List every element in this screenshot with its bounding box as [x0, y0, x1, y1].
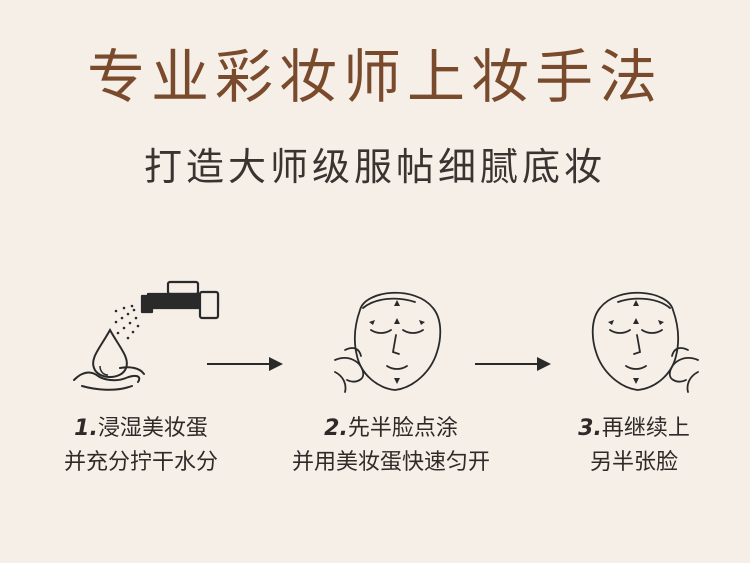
faucet-icon — [140, 280, 220, 320]
face-massage-icon — [334, 291, 442, 393]
step-1-caption: 1.浸湿美妆蛋 并充分拧干水分 — [21, 412, 261, 480]
step-1-line2: 并充分拧干水分 — [63, 450, 218, 475]
step-3-line1: 再继续上 — [601, 416, 690, 441]
step-1-number: 1. — [74, 416, 98, 441]
page-subtitle: 打造大师级服帖细腻底妆 — [143, 145, 606, 189]
step-2-caption: 2.先半脸点涂 并用美妆蛋快速匀开 — [271, 412, 511, 480]
hand-icon — [73, 366, 145, 391]
step-2-number: 2. — [324, 416, 348, 441]
drop-shine — [99, 365, 109, 376]
step-2-line1: 先半脸点涂 — [347, 416, 458, 441]
step-3-line2: 另半张脸 — [589, 450, 678, 475]
arrow-right-icon — [475, 357, 551, 371]
faucet-drop-hand-illustration — [73, 280, 220, 391]
water-spray-icon — [114, 304, 140, 340]
step-2-line2: 并用美妆蛋快速匀开 — [291, 450, 490, 475]
arrow-right-icon — [207, 357, 283, 371]
face-massage-icon — [591, 291, 699, 393]
step-3-caption: 3.再继续上 另半张脸 — [514, 412, 750, 480]
step-1-line1: 浸湿美妆蛋 — [97, 416, 208, 441]
step-3-number: 3. — [578, 416, 602, 441]
water-drop-icon — [92, 327, 128, 378]
page-title: 专业彩妆师上妆手法 — [86, 43, 663, 111]
